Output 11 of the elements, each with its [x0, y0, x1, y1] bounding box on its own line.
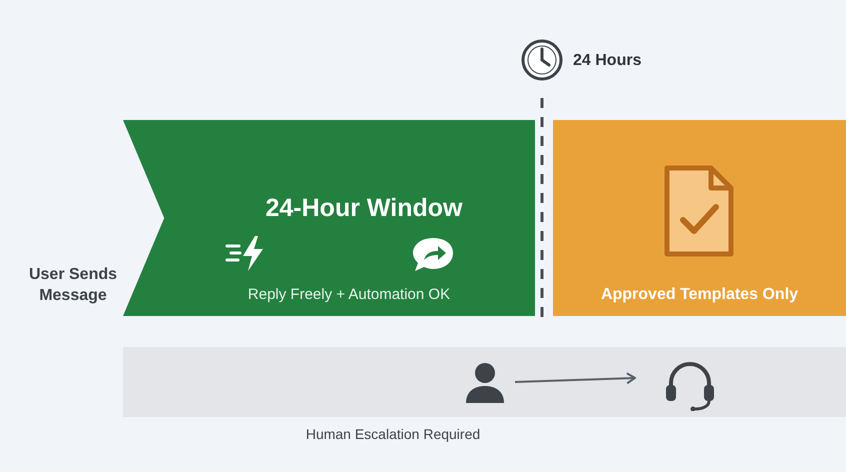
person-icon	[463, 361, 507, 405]
band-caption: Human Escalation Required	[304, 426, 482, 442]
time-marker-label: 24 Hours	[573, 52, 642, 70]
band-subtitle: Reply Freely + Automation OK	[246, 286, 452, 303]
restricted-period-band	[553, 120, 846, 316]
headset-icon	[663, 361, 717, 411]
band-title: Approved Templates Only	[600, 286, 800, 304]
arrow	[514, 372, 636, 384]
time-window-band	[123, 120, 535, 316]
caption-text: User Sends Message	[18, 264, 128, 306]
band-title: 24-Hour Window	[264, 194, 464, 223]
